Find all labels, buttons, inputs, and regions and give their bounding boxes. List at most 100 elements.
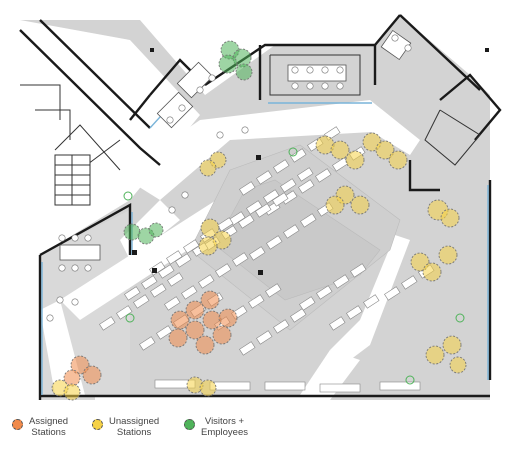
workstation-desk [283, 224, 300, 239]
chair [181, 191, 189, 199]
workstation-desk [239, 341, 256, 356]
chair [178, 104, 186, 112]
unassigned-zone [200, 218, 220, 238]
columns [132, 48, 489, 275]
workstation-desk [265, 283, 282, 298]
assigned-zone [168, 328, 188, 348]
workstation-desk [297, 167, 314, 182]
workstation-desk [263, 189, 280, 204]
workstation-desk [264, 381, 306, 391]
workstation-desk [329, 316, 346, 331]
visitors-swatch-icon [184, 419, 195, 430]
workstation-desk [232, 252, 249, 267]
chair [196, 86, 204, 94]
workstation-desk [139, 336, 156, 351]
unassigned-zone [388, 150, 408, 170]
workstation-desk [248, 294, 265, 309]
legend-visitors-label: Visitors + Employees [201, 416, 248, 438]
workstation-desk [346, 305, 363, 320]
workstation-desk [150, 283, 167, 298]
visitor-zone [123, 223, 141, 241]
workstation-desk [300, 213, 317, 228]
unassigned-zone [199, 379, 217, 397]
legend-unassigned-label: Unassigned Stations [109, 416, 160, 438]
workstation-desk [164, 296, 181, 311]
chair [321, 66, 329, 74]
chair [56, 296, 64, 304]
workstation-desk [350, 263, 367, 278]
chair [71, 234, 79, 242]
legend-assigned: Assigned Stations [12, 416, 68, 438]
workstation-desk [99, 316, 116, 331]
workstation-desk [183, 239, 200, 254]
unassigned-zone [345, 150, 365, 170]
chair [291, 82, 299, 90]
assigned-zone [212, 325, 232, 345]
assigned-zone [170, 310, 190, 330]
workstation-desk [255, 203, 272, 218]
workstation-desk [319, 383, 361, 393]
unassigned-zone [212, 230, 232, 250]
unassigned-zone [442, 335, 462, 355]
workstation-desk [167, 272, 184, 287]
workstation-desk [316, 285, 333, 300]
unassigned-zone [449, 356, 467, 374]
workstation-desk [181, 285, 198, 300]
assigned-zones [63, 290, 238, 387]
chair [404, 44, 412, 52]
workstation-desk [256, 330, 273, 345]
legend-assigned-label: Assigned Stations [29, 416, 69, 438]
assigned-zone [185, 320, 205, 340]
assigned-zone [218, 308, 238, 328]
workstation-desk [256, 170, 273, 185]
chairs [46, 34, 412, 322]
workstation-desk [379, 381, 421, 391]
unassigned-zone [199, 159, 217, 177]
workstation-desk [141, 275, 158, 290]
chair [58, 264, 66, 272]
unassigned-zone [325, 195, 345, 215]
chair [84, 264, 92, 272]
workstation-desk [175, 253, 192, 268]
workstation-desk [156, 325, 173, 340]
chair [306, 66, 314, 74]
chair [216, 131, 224, 139]
unassigned-zone [422, 262, 442, 282]
chair [391, 34, 399, 42]
unassigned-swatch-icon [92, 419, 103, 430]
chair [46, 314, 54, 322]
chair [241, 126, 249, 134]
visitor-zone [232, 48, 252, 68]
assigned-zone [195, 335, 215, 355]
workstation-desk [273, 159, 290, 174]
assigned-zone [82, 365, 102, 385]
workstation-desk [166, 250, 183, 265]
workstation-desk [238, 214, 255, 229]
visitor-zone [148, 222, 164, 238]
unassigned-zone [350, 195, 370, 215]
chair [291, 66, 299, 74]
assigned-zone [202, 310, 222, 330]
conference-tables [59, 29, 412, 261]
workstation-desk [401, 275, 418, 290]
unassigned-zones [51, 132, 467, 401]
workstation-desk [215, 263, 232, 278]
unassigned-zone [330, 140, 350, 160]
workstation-desk [280, 178, 297, 193]
chair [58, 234, 66, 242]
visitor-zone [218, 54, 238, 74]
workstation-desk [299, 296, 316, 311]
chair [84, 234, 92, 242]
workstation-desk [290, 308, 307, 323]
chair [336, 82, 344, 90]
assigned-zone [185, 300, 205, 320]
legend-visitors: Visitors + Employees [184, 416, 248, 438]
assigned-swatch-icon [12, 419, 23, 430]
unassigned-zone [438, 245, 458, 265]
workstation-desk [249, 246, 266, 261]
workstation-desk [266, 235, 283, 250]
visitor-zone [235, 63, 253, 81]
chair [321, 82, 329, 90]
workstation-desk [333, 274, 350, 289]
